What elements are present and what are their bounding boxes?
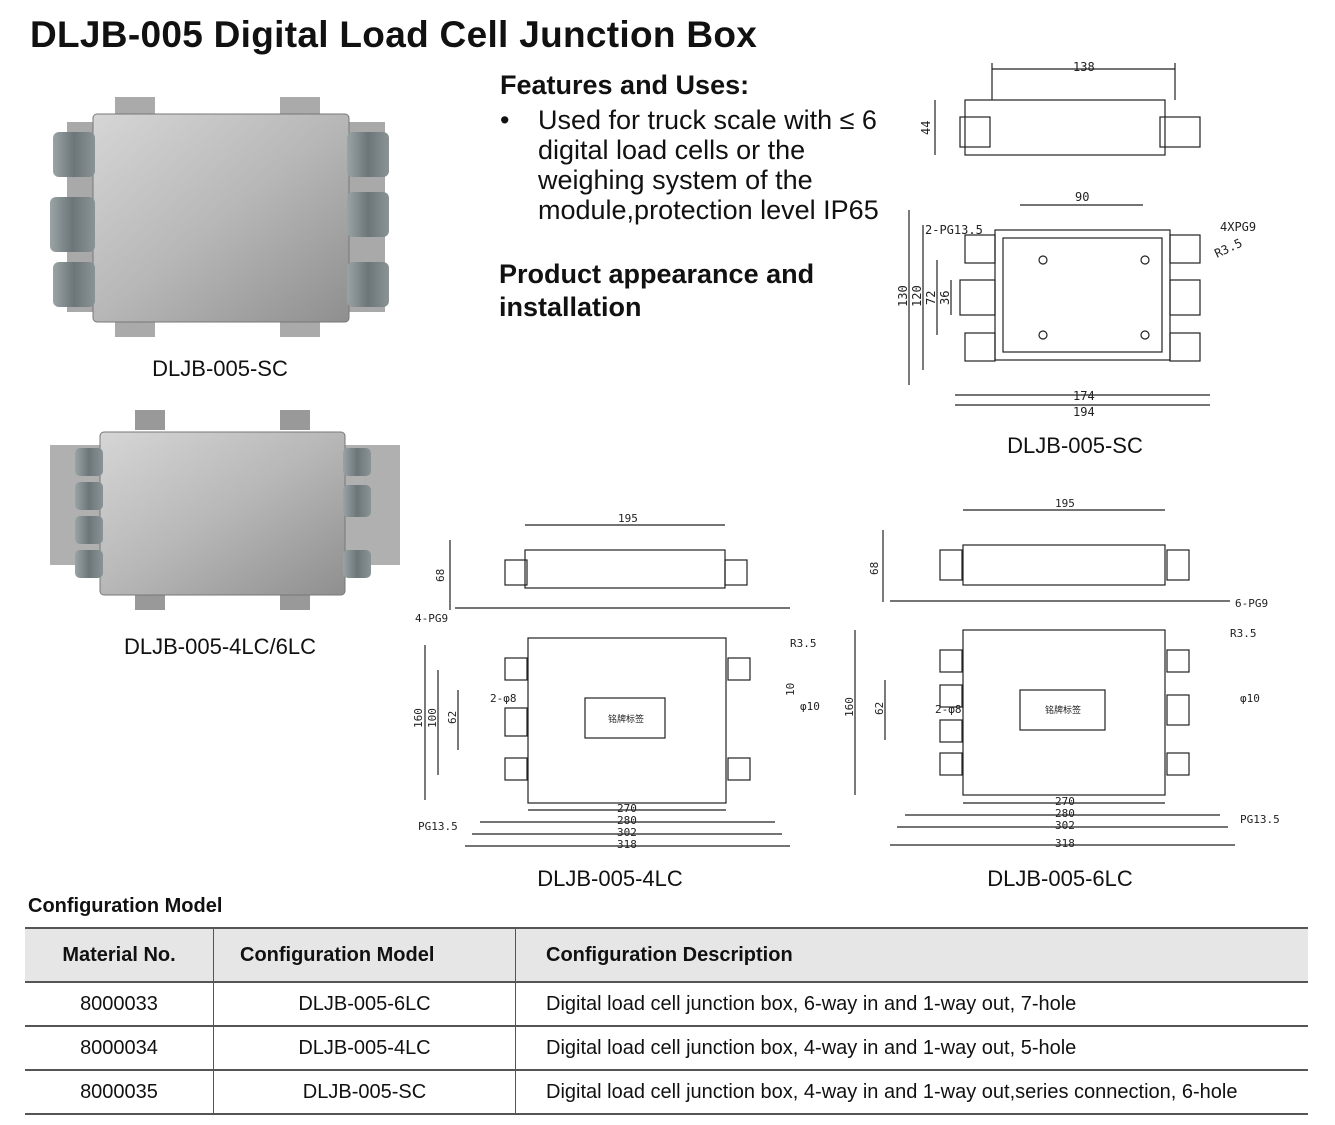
table-row: 8000033 DLJB-005-6LC Digital load cell j…: [25, 982, 1308, 1027]
dim-318: 318: [617, 838, 637, 851]
label-r35: R3.5: [1212, 236, 1244, 261]
dim-280: 280: [617, 814, 637, 827]
lc4-technical-drawing: 195 68 铭牌标签 160 100 62 4-PG9 R3.5 2-φ8 1…: [412, 512, 820, 851]
dim-44: 44: [919, 121, 933, 135]
dim-72: 72: [924, 291, 938, 305]
cell-model: DLJB-005-4LC: [213, 1026, 516, 1071]
dim-318: 318: [1055, 837, 1075, 850]
label-6pg9: 6-PG9: [1235, 597, 1268, 610]
sc-product-photo: [50, 97, 389, 337]
dim-280: 280: [1055, 807, 1075, 820]
dim-130: 130: [896, 285, 910, 307]
dim-68: 68: [434, 569, 447, 582]
cell-material: 8000033: [25, 982, 214, 1027]
label-phi10: φ10: [800, 700, 820, 713]
dim-100: 100: [426, 708, 439, 728]
label-4xpg9: 4XPG9: [1220, 220, 1256, 234]
dim-36: 36: [938, 291, 952, 305]
label-pg135: PG13.5: [418, 820, 458, 833]
lc-product-photo: [50, 410, 400, 610]
lc6-drawing-caption: DLJB-005-6LC: [987, 866, 1133, 891]
features-list: • Used for truck scale with ≤ 6 digital …: [500, 105, 880, 225]
header-material: Material No.: [25, 927, 214, 983]
sc-drawing-caption: DLJB-005-SC: [1007, 433, 1143, 458]
dim-302: 302: [617, 826, 637, 839]
dim-10: 10: [784, 683, 797, 696]
dim-62: 62: [873, 702, 886, 715]
cell-model: DLJB-005-SC: [213, 1070, 516, 1115]
cell-description: Digital load cell junction box, 4-way in…: [515, 1070, 1308, 1115]
table-row: 8000034 DLJB-005-4LC Digital load cell j…: [25, 1026, 1308, 1071]
nameplate-label: 铭牌标签: [608, 713, 644, 725]
lc4-drawing-caption: DLJB-005-4LC: [537, 866, 683, 891]
dim-195: 195: [1055, 497, 1075, 510]
dim-160: 160: [845, 697, 856, 717]
label-pg135: PG13.5: [1240, 813, 1280, 826]
label-phi10: φ10: [1240, 692, 1260, 705]
dim-90: 90: [1075, 190, 1089, 204]
label-4pg9: 4-PG9: [415, 612, 448, 625]
label-2pg135: 2-PG13.5: [925, 223, 983, 237]
dim-160: 160: [412, 708, 425, 728]
dim-120: 120: [910, 285, 924, 307]
nameplate-label: 铭牌标签: [1045, 704, 1081, 716]
bullet-marker: •: [500, 105, 510, 135]
page-title: DLJB-005 Digital Load Cell Junction Box: [30, 14, 758, 55]
dim-62: 62: [446, 711, 459, 724]
sc-technical-drawing: 138 44 90 130 120 72 36 2-PG13.5 4XPG9 R…: [896, 60, 1256, 419]
cell-description: Digital load cell junction box, 4-way in…: [515, 1026, 1308, 1071]
table-header-row: Material No. Configuration Model Configu…: [25, 927, 1308, 983]
appearance-heading: Product appearance and installation: [499, 259, 815, 322]
cell-material: 8000034: [25, 1026, 214, 1071]
cell-material: 8000035: [25, 1070, 214, 1115]
dim-138: 138: [1073, 60, 1095, 74]
sc-photo-caption: DLJB-005-SC: [152, 356, 288, 381]
dim-68: 68: [868, 562, 881, 575]
dim-270: 270: [617, 802, 637, 815]
cell-model: DLJB-005-6LC: [213, 982, 516, 1027]
dim-194: 194: [1073, 405, 1095, 419]
table-row: 8000035 DLJB-005-SC Digital load cell ju…: [25, 1070, 1308, 1115]
label-r35: R3.5: [1230, 627, 1257, 640]
header-description: Configuration Description: [515, 927, 1308, 983]
features-heading: Features and Uses:: [500, 70, 750, 100]
lc6-technical-drawing: 195 68 铭牌标签 160 62 6-PG9 R3.5 2-φ8 φ10 P…: [845, 497, 1280, 850]
lc-photo-caption: DLJB-005-4LC/6LC: [124, 634, 316, 659]
label-2phi8: 2-φ8: [490, 692, 517, 705]
label-2phi8: 2-φ8: [935, 703, 962, 716]
cell-description: Digital load cell junction box, 6-way in…: [515, 982, 1308, 1027]
header-model: Configuration Model: [213, 927, 516, 983]
dim-270: 270: [1055, 795, 1075, 808]
config-title: Configuration Model: [28, 895, 223, 917]
label-r35: R3.5: [790, 637, 817, 650]
features-text: Used for truck scale with ≤ 6 digital lo…: [538, 105, 879, 225]
dim-174: 174: [1073, 389, 1095, 403]
config-table: Material No. Configuration Model Configu…: [25, 927, 1308, 1115]
dim-302: 302: [1055, 819, 1075, 832]
dim-195: 195: [618, 512, 638, 525]
